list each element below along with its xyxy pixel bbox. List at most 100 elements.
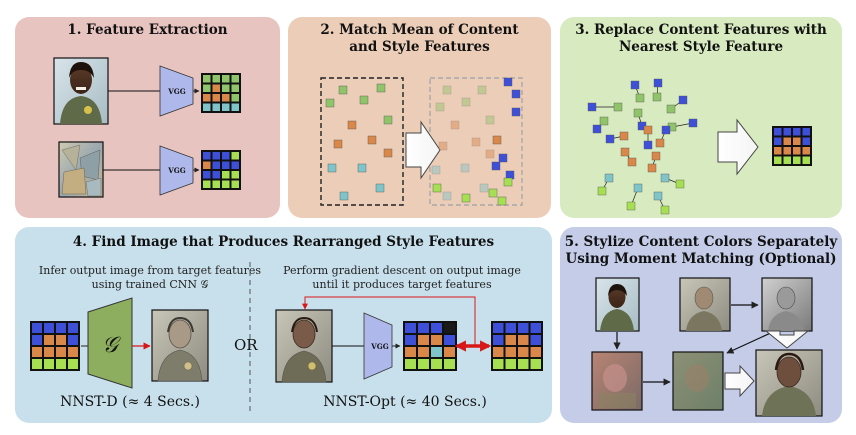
feature-point [488,188,498,198]
feature-point [613,102,623,112]
vgg-label-opt: VGG [370,342,388,351]
nnst-d-output-image [151,309,209,382]
feature-cell [203,84,211,92]
feature-point [630,80,640,90]
panel-2-title-line1: 2. Match Mean of Content [320,22,519,38]
feature-point [633,183,643,193]
nnst-opt-note-line1: Perform gradient descent on output image [283,264,521,277]
feature-point [655,138,665,148]
feature-cell [56,323,66,333]
feature-cell [793,147,801,155]
feature-point [485,149,495,159]
panel-3-title-line2: Nearest Style Feature [618,39,784,55]
feature-cell [44,323,54,333]
feature-cell [222,84,230,92]
feature-point [503,177,513,187]
feature-cell [203,152,211,160]
feature-point [643,125,653,135]
feature-point [432,183,442,193]
feature-cell [418,335,429,345]
feature-point [461,97,471,107]
feature-cell [212,180,220,188]
feature-point [597,186,607,196]
feature-cell [493,323,504,333]
nnst-opt-note: Perform gradient descent on output image… [262,264,542,292]
nearest-feature-plot [587,78,698,215]
p5-down-arrow [764,330,810,349]
decoder-symbol: 𝒢 [102,333,121,358]
feature-point [604,173,614,183]
feature-point [660,173,670,183]
feature-point [383,115,393,125]
feature-cell [231,180,239,188]
feature-point [461,193,471,203]
feature-cell [68,323,78,333]
feature-cell [418,323,429,333]
feature-cell [44,359,54,369]
feature-cell [231,94,239,102]
feature-point [688,118,698,128]
feature-cell [212,161,220,169]
feature-cell [802,137,810,145]
feature-point [477,85,487,95]
feature-cell [530,335,541,345]
gradient-feedback-arrow [302,296,476,346]
feature-point [438,141,448,151]
feature-cell [405,359,416,369]
nnst-d-note-line1: Infer output image from target features [38,264,262,277]
feature-cell [68,359,78,369]
feature-cell [222,171,230,179]
vgg-network-opt [363,312,393,380]
shift-arrow [405,120,441,180]
feature-cell [231,84,239,92]
feature-cell [530,359,541,369]
style-cubist-painting [58,141,104,198]
feature-point [647,163,657,173]
feature-cell [793,156,801,164]
feature-cell [203,94,211,102]
feature-cell [212,75,220,83]
feature-point [492,135,502,145]
feature-cell [793,137,801,145]
panel-5-title: 5. Stylize Content Colors Separately Usi… [560,234,842,268]
feature-cell [505,347,516,357]
panel-5-title-line2: Using Moment Matching (Optional) [565,251,837,267]
feature-cell [493,347,504,357]
panel-5-title-line1: 5. Stylize Content Colors Separately [564,234,838,250]
feature-point [660,205,670,215]
feature-cell [505,323,516,333]
feature-cell [32,359,42,369]
panel-2-title-line2: and Style Features [349,39,490,55]
panel-3-title: 3. Replace Content Features with Nearest… [560,22,842,56]
feature-cell [231,75,239,83]
feature-cell [32,335,42,345]
feature-cell [783,128,791,136]
vgg-network-bottom [159,145,194,196]
feature-cell [56,359,66,369]
feature-point [661,125,671,135]
vgg-label-bottom: VGG [167,166,185,175]
panel-4-title: 4. Find Image that Produces Rearranged S… [72,234,495,250]
feature-cell [518,359,529,369]
feature-cell [530,323,541,333]
feature-cell [203,75,211,83]
feature-cell [68,347,78,357]
replace-arrow [717,118,759,176]
feature-scatter-plot [325,77,521,206]
feature-cell [793,128,801,136]
feature-cell [802,156,810,164]
feature-point [327,163,337,173]
feature-cell [431,347,442,357]
feature-cell [493,359,504,369]
feature-cell [493,335,504,345]
p5-grayscale-image [761,277,813,332]
panel-1-title: 1. Feature Extraction [67,22,228,38]
feature-cell [222,161,230,169]
p5-color-image [591,351,643,411]
feature-cell [44,347,54,357]
p5-stylized-image [679,277,731,332]
feature-point [338,85,348,95]
feature-cell [431,323,442,333]
feature-cell [56,335,66,345]
